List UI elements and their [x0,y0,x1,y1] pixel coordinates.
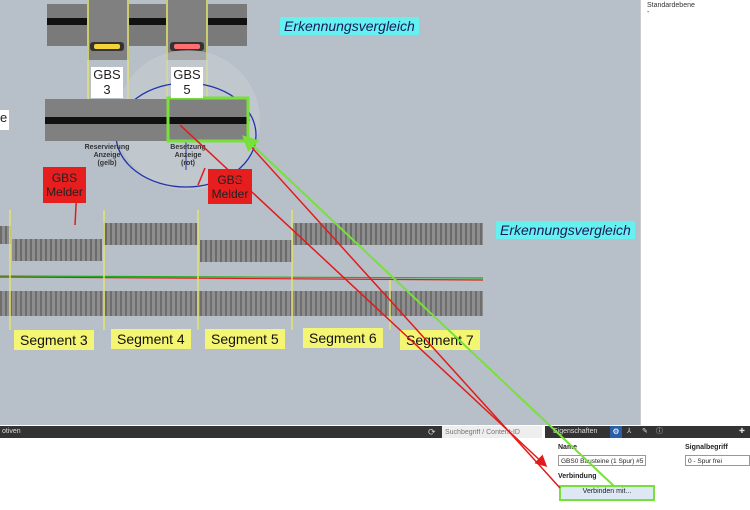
left-edge-label: e [0,110,9,130]
gbs-3-line1: GBS [93,67,121,82]
reservation-caption: Reservierung Anzeige (gelb) [82,144,132,168]
gbs-5-label: GBS 5 [171,67,203,98]
layer-panel: Standardebene - [640,0,750,425]
object-list-area [0,438,545,510]
layer-subtitle: - [647,9,650,16]
red-arrow [179,124,548,468]
segment-6-label: Segment 6 [303,328,383,348]
gbs-melder-right: GBS Melder [208,169,252,204]
properties-title: Eigenschaften [553,428,598,435]
melder-left-line1: GBS [51,171,78,185]
scene-drawing [0,0,484,330]
properties-header: Eigenschaften ⚙ ⅄ ✎ ⓘ ✚ [545,426,750,438]
signal-label: Signalbegriff [685,444,728,451]
compare-label-right: Erkennungsvergleich [496,221,635,239]
gbs-melder-left: GBS Melder [43,167,86,203]
melder-right-line2: Melder [211,187,249,201]
reservation-caption-3: (gelb) [97,160,117,167]
gbs-3-line2: 3 [103,82,111,97]
occupancy-caption: Besetzung Anzeige (rot) [165,144,211,168]
gbs-5-line1: GBS [173,67,201,82]
object-list-header: otiven [0,426,442,438]
name-label: Name [558,444,578,451]
gbs-3-label: GBS 3 [91,67,123,98]
search-input[interactable] [442,426,542,438]
connection-label: Verbindung [558,473,597,480]
yellow-indicator [94,44,120,49]
reservation-caption-1: Reservierung [84,144,130,151]
green-arrow [242,135,616,488]
reservation-caption-2: Anzeige [93,152,121,159]
track-bottom [0,291,483,316]
compare-label-top: Erkennungsvergleich [280,17,419,35]
occupancy-caption-1: Besetzung [170,144,206,151]
occupancy-caption-3: (rot) [181,160,195,167]
segment-4-label: Segment 4 [111,329,191,349]
3d-viewport[interactable]: GBS 3 GBS 5 e Reservierung Anzeige (gelb… [0,0,640,425]
refresh-icon[interactable]: ⟳ [428,427,436,437]
connect-button[interactable]: Verbinden mit... [559,485,655,501]
layer-title: Standardebene [647,2,695,9]
pin-panel-icon[interactable]: ✚ [739,428,745,435]
gear-icon[interactable]: ⚙ [610,426,622,438]
segment-3-label: Segment 3 [14,330,94,350]
melder-left-line2: Melder [46,185,83,199]
name-field[interactable]: GBS0 Bausteine (1 Spur) #5 [558,455,646,466]
gbs-5-line2: 5 [183,82,191,97]
selection-highlight [166,96,250,143]
red-indicator [174,44,200,49]
figure-icon[interactable]: ⅄ [627,428,632,435]
occupancy-caption-2: Anzeige [174,152,202,159]
info-icon[interactable]: ⓘ [656,428,663,435]
segment-5-label: Segment 5 [205,329,285,349]
pin-icon[interactable]: ✎ [642,428,648,435]
properties-body: Name GBS0 Bausteine (1 Spur) #5 Signalbe… [545,438,750,510]
